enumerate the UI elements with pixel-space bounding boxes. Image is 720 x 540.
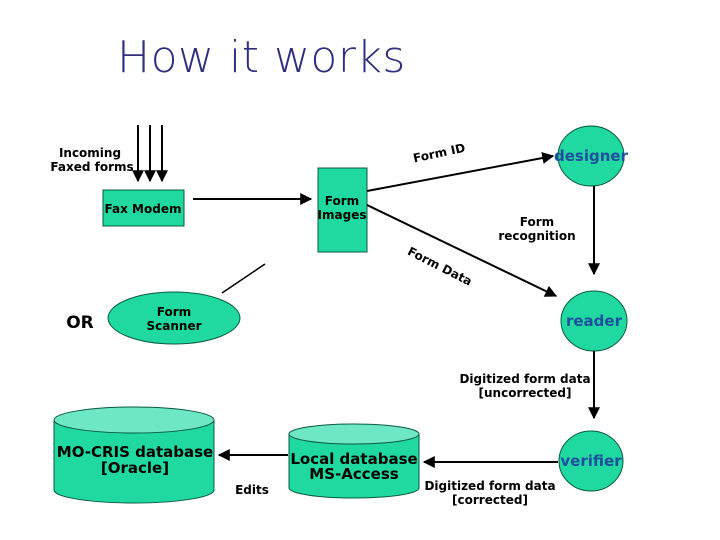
verifier-label: verifier [560, 452, 622, 470]
fax-modem-box [102, 189, 185, 227]
form-images-label-line1: Form [325, 194, 359, 208]
form-images-label-line2: Images [318, 208, 367, 222]
form-images-box [317, 167, 368, 253]
local-db-label-line2: MS-Access [309, 465, 398, 483]
designer-node [557, 125, 625, 187]
local-db-label-line1: Local database [290, 450, 417, 468]
verifier-node [558, 430, 624, 492]
incoming-label-line2: Faxed forms [50, 160, 133, 174]
digitized-corrected-line1: Digitized form data [424, 479, 555, 493]
form-id-arrow [366, 152, 555, 192]
slide-title: How it works [117, 32, 406, 83]
fax-modem-label: Fax Modem [105, 202, 182, 216]
form-recognition-label-line2: recognition [498, 229, 575, 243]
local-database-cylinder [288, 423, 420, 499]
scanner-connector-line [221, 263, 266, 294]
incoming-fax-arrows [132, 125, 168, 183]
mocris-label-line2: [Oracle] [101, 459, 169, 477]
form-scanner-label-line2: Scanner [147, 319, 202, 333]
form-data-arrow [366, 204, 558, 297]
form-id-label: Form ID [412, 141, 467, 166]
reader-label: reader [566, 312, 623, 330]
digitized-corrected-line2: [corrected] [452, 493, 528, 507]
form-recognition-label-line1: Form [520, 215, 554, 229]
form-scanner-node [107, 291, 241, 345]
incoming-label-line1: Incoming [59, 146, 121, 160]
mocris-database-cylinder [53, 406, 215, 504]
or-label: OR [66, 313, 94, 333]
digitized-uncorrected-line2: [uncorrected] [479, 386, 572, 400]
designer-label: designer [554, 147, 629, 165]
form-scanner-label-line1: Form [157, 305, 191, 319]
digitized-uncorrected-line1: Digitized form data [459, 372, 590, 386]
mocris-label-line1: MO-CRIS database [57, 443, 213, 461]
edits-label: Edits [235, 483, 269, 497]
